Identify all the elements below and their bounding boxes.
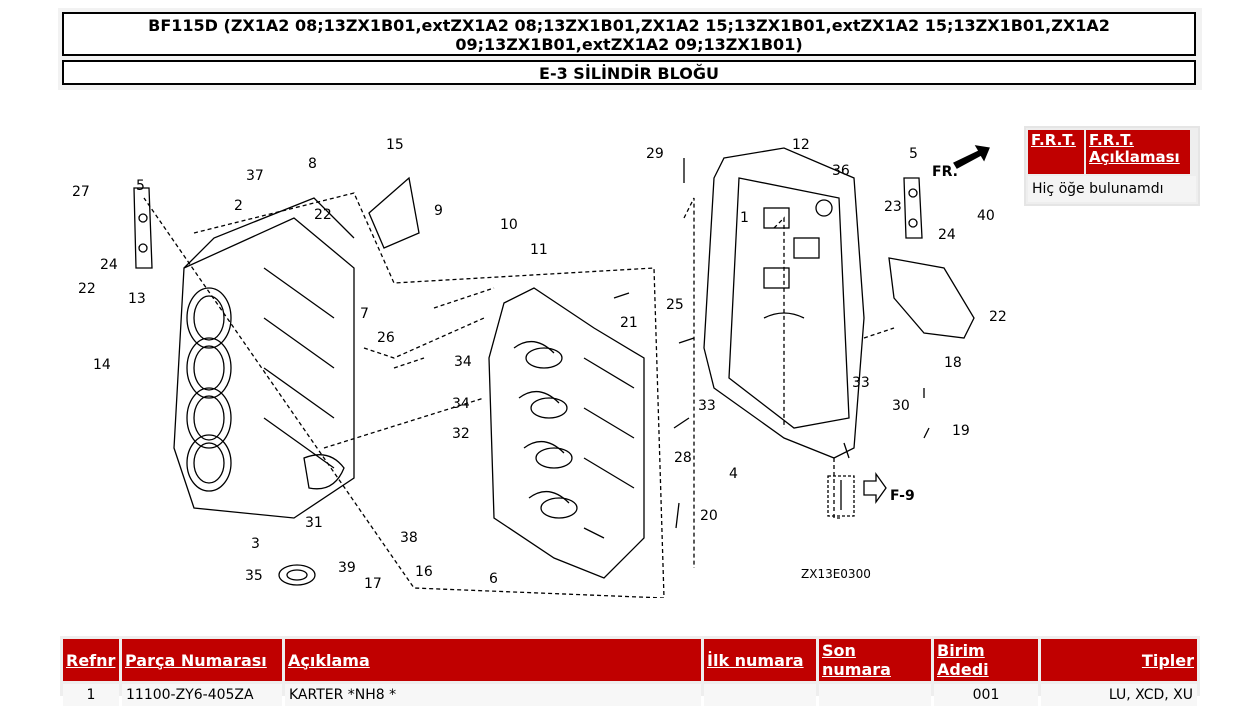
callout-label: 6	[489, 571, 498, 587]
exploded-parts-diagram: 1 2 3 4 5 5 6 7 8 9 10 11 12 13 14 15 16…	[72, 137, 1007, 598]
callout-label: 33	[698, 398, 716, 414]
callout-label: 34	[452, 396, 470, 412]
callout-label: 2	[234, 198, 243, 214]
callout-label: 16	[415, 564, 433, 580]
part-number-column-header[interactable]: Parça Numarası	[122, 639, 282, 681]
unit-qty-cell: 001	[934, 684, 1038, 706]
frt-panel: F.R.T. F.R.T. Açıklaması Hiç öğe bulunam…	[1024, 126, 1200, 206]
callout-label: 30	[892, 398, 910, 414]
callout-label: 32	[452, 426, 470, 442]
parts-table: Refnr Parça Numarası Açıklama İlk numara…	[60, 636, 1200, 709]
first-number-column-header[interactable]: İlk numara	[704, 639, 816, 681]
callout-label: 28	[674, 450, 692, 466]
callout-label: 38	[400, 530, 418, 546]
callout-label: 14	[93, 357, 111, 373]
types-cell: LU, XCD, XU	[1041, 684, 1197, 706]
callout-label: 35	[245, 568, 263, 584]
callout-label: 10	[500, 217, 518, 233]
callout-label: 18	[944, 355, 962, 371]
callout-label: 12	[792, 137, 810, 153]
refnr-column-header[interactable]: Refnr	[63, 639, 119, 681]
callout-label: 22	[314, 207, 332, 223]
callout-label: 21	[620, 315, 638, 331]
callout-label: 26	[377, 330, 395, 346]
callout-label: 27	[72, 184, 90, 200]
callout-label: 34	[454, 354, 472, 370]
callout-label: 3	[251, 536, 260, 552]
bracket-drawing	[133, 187, 153, 269]
fr-label: FR.	[932, 164, 958, 180]
callout-label: 11	[530, 242, 548, 258]
callout-label: 4	[729, 466, 738, 482]
refnr-cell: 1	[63, 684, 119, 706]
callout-label: 25	[666, 297, 684, 313]
callout-label: 22	[78, 281, 96, 297]
callout-label: 7	[360, 306, 369, 322]
callout-label: 13	[128, 291, 146, 307]
callout-label: 15	[386, 137, 404, 153]
reference-link-label[interactable]: F-9	[890, 488, 915, 504]
unit-qty-column-header[interactable]: Birim Adedi	[934, 639, 1038, 681]
parts-table-panel: Refnr Parça Numarası Açıklama İlk numara…	[60, 636, 1200, 706]
table-row[interactable]: 1 11100-ZY6-405ZA KARTER *NH8 * 001 LU, …	[63, 684, 1197, 706]
callout-label: 8	[308, 156, 317, 172]
diagram-code: ZX13E0300	[801, 567, 871, 581]
description-cell: KARTER *NH8 *	[285, 684, 701, 706]
callout-label: 37	[246, 168, 264, 184]
callout-label: 24	[100, 257, 118, 273]
callout-label: 1	[740, 210, 749, 226]
callout-label: 20	[700, 508, 718, 524]
callout-label: 23	[884, 199, 902, 215]
frt-column-header[interactable]: F.R.T.	[1028, 130, 1084, 174]
callout-label: 19	[952, 423, 970, 439]
callout-label: 36	[832, 163, 850, 179]
last-number-column-header[interactable]: Son numara	[819, 639, 931, 681]
callout-label: 5	[136, 178, 145, 194]
callout-label: 22	[989, 309, 1007, 325]
callout-label: 40	[977, 208, 995, 224]
callout-label: 31	[305, 515, 323, 531]
last-number-cell	[819, 684, 931, 706]
callout-label: 33	[852, 375, 870, 391]
description-column-header[interactable]: Açıklama	[285, 639, 701, 681]
callout-label: 9	[434, 203, 443, 219]
frt-empty-message: Hiç öğe bulunamdı	[1028, 176, 1196, 202]
part-number-cell[interactable]: 11100-ZY6-405ZA	[122, 684, 282, 706]
frt-description-column-header[interactable]: F.R.T. Açıklaması	[1086, 130, 1190, 174]
section-title: E-3 SİLİNDİR BLOĞU	[62, 60, 1196, 85]
cylinder-block-drawing	[173, 197, 355, 519]
callout-label: 5	[909, 146, 918, 162]
callout-label: 39	[338, 560, 356, 576]
callout-label: 17	[364, 576, 382, 592]
gasket-drawing	[888, 257, 975, 339]
types-column-header[interactable]: Tipler	[1041, 639, 1197, 681]
callout-label: 29	[646, 146, 664, 162]
crankcase-drawing	[488, 287, 645, 579]
model-title: BF115D (ZX1A2 08;13ZX1B01,extZX1A2 08;13…	[62, 12, 1196, 56]
callout-label: 24	[938, 227, 956, 243]
first-number-cell	[704, 684, 816, 706]
